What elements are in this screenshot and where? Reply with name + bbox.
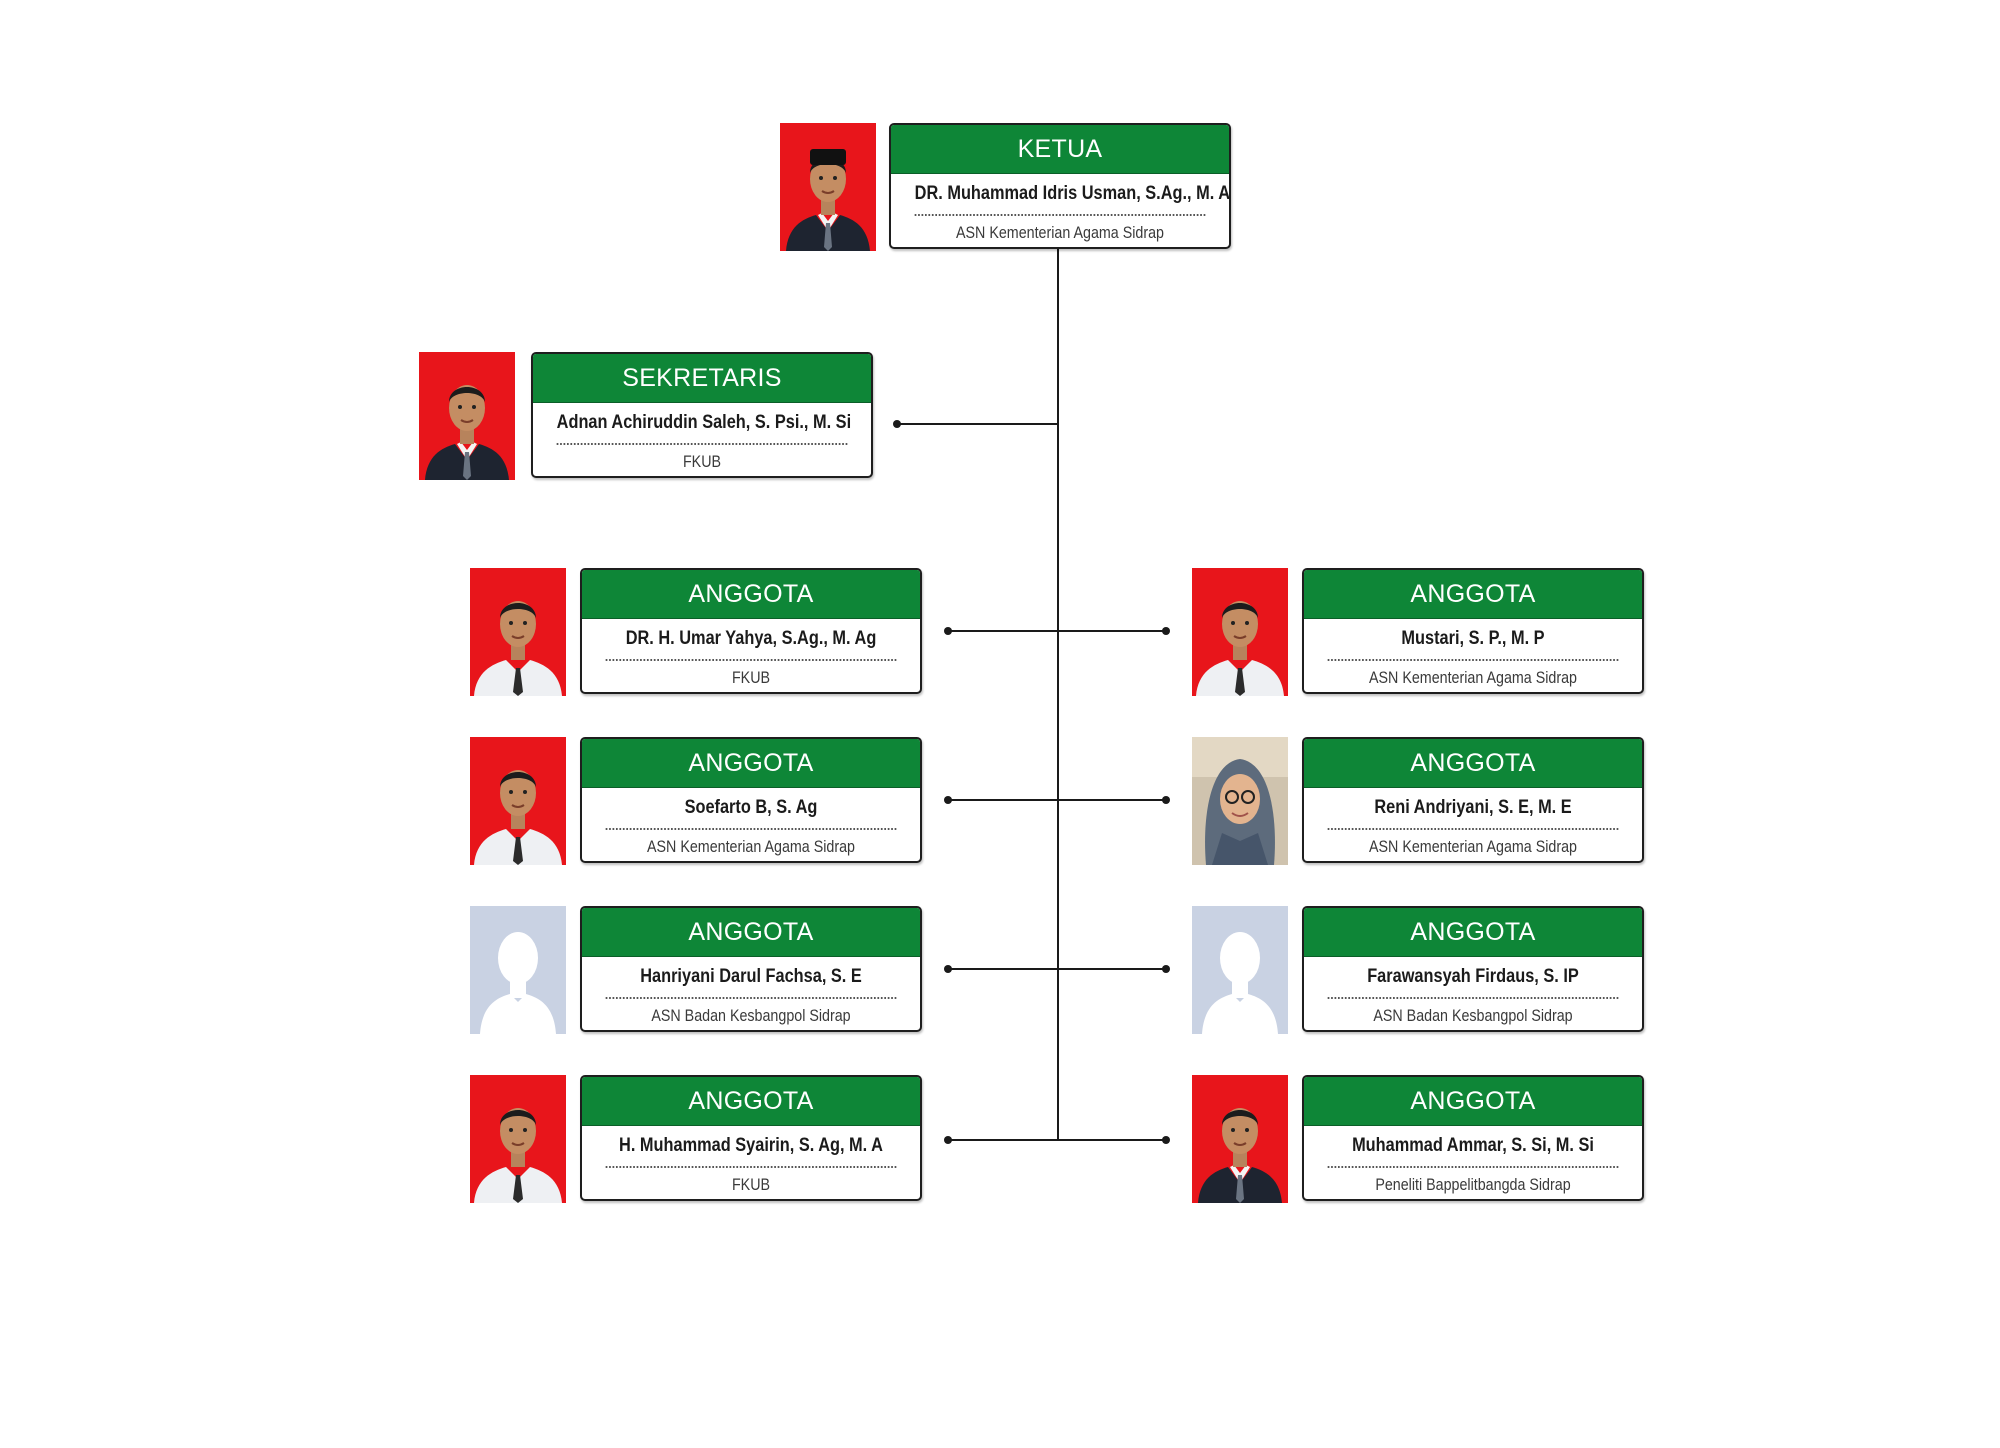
role-title: ANGGOTA	[1304, 739, 1642, 788]
member-name: DR. Muhammad Idris Usman, S.Ag., M. A	[914, 174, 1229, 216]
ketua-photo	[780, 123, 876, 251]
role-title: KETUA	[891, 125, 1229, 174]
member-organization: ASN Kementerian Agama Sidrap	[1369, 668, 1577, 687]
anggota-6-photo	[1192, 906, 1288, 1034]
anggota-8-photo	[1192, 1075, 1288, 1203]
portrait-photo	[470, 1075, 566, 1203]
placeholder-avatar-icon	[1192, 906, 1288, 1034]
anggota-6-card: ANGGOTA Farawansyah Firdaus, S. IP ASN B…	[1302, 906, 1644, 1032]
sekretaris-connector-dot	[893, 420, 901, 428]
anggota-5-card: ANGGOTA Hanriyani Darul Fachsa, S. E ASN…	[580, 906, 922, 1032]
placeholder-avatar-icon	[470, 906, 566, 1034]
sekretaris-photo	[419, 352, 515, 480]
member-organization: FKUB	[731, 1175, 771, 1194]
portrait-photo	[470, 568, 566, 696]
portrait-photo	[1192, 737, 1288, 865]
anggota-4-photo	[1192, 737, 1288, 865]
role-title: ANGGOTA	[582, 908, 920, 957]
sekretaris-card: SEKRETARIS Adnan Achiruddin Saleh, S. Ps…	[531, 352, 873, 478]
anggota-8-card: ANGGOTA Muhammad Ammar, S. Si, M. Si Pen…	[1302, 1075, 1644, 1201]
portrait-photo	[1192, 568, 1288, 696]
anggota-5-photo	[470, 906, 566, 1034]
anggota-4-card: ANGGOTA Reni Andriyani, S. E, M. E ASN K…	[1302, 737, 1644, 863]
member-organization: ASN Kementerian Agama Sidrap	[647, 837, 855, 856]
member-organization: ASN Kementerian Agama Sidrap	[1369, 837, 1577, 856]
anggota-row-1-left-dot	[944, 627, 952, 635]
role-title: ANGGOTA	[1304, 570, 1642, 619]
ketua-card: KETUA DR. Muhammad Idris Usman, S.Ag., M…	[889, 123, 1231, 249]
anggota-7-photo	[470, 1075, 566, 1203]
anggota-1-photo	[470, 568, 566, 696]
member-name: DR. H. Umar Yahya, S.Ag., M. Ag	[605, 619, 897, 661]
anggota-row-3-left-dot	[944, 965, 952, 973]
role-title: ANGGOTA	[582, 570, 920, 619]
anggota-7-card: ANGGOTA H. Muhammad Syairin, S. Ag, M. A…	[580, 1075, 922, 1201]
anggota-3-photo	[470, 737, 566, 865]
role-title: SEKRETARIS	[533, 354, 871, 403]
anggota-row-2-right-dot	[1162, 796, 1170, 804]
member-name: H. Muhammad Syairin, S. Ag, M. A	[605, 1126, 897, 1168]
member-organization: FKUB	[682, 452, 722, 471]
member-organization: FKUB	[731, 668, 771, 687]
anggota-1-card: ANGGOTA DR. H. Umar Yahya, S.Ag., M. Ag …	[580, 568, 922, 694]
anggota-row-2-left-dot	[944, 796, 952, 804]
anggota-2-card: ANGGOTA Mustari, S. P., M. P ASN Kemente…	[1302, 568, 1644, 694]
role-title: ANGGOTA	[1304, 908, 1642, 957]
anggota-row-4-right-dot	[1162, 1136, 1170, 1144]
anggota-row-4-left-dot	[944, 1136, 952, 1144]
member-organization: ASN Badan Kesbangpol Sidrap	[1373, 1006, 1573, 1025]
portrait-photo	[419, 352, 515, 480]
role-title: ANGGOTA	[582, 1077, 920, 1126]
member-name: Farawansyah Firdaus, S. IP	[1327, 957, 1619, 999]
member-organization: ASN Kementerian Agama Sidrap	[956, 223, 1164, 242]
portrait-photo	[780, 123, 876, 251]
member-name: Mustari, S. P., M. P	[1327, 619, 1619, 661]
role-title: ANGGOTA	[1304, 1077, 1642, 1126]
anggota-2-photo	[1192, 568, 1288, 696]
member-name: Reni Andriyani, S. E, M. E	[1327, 788, 1619, 830]
anggota-row-3-right-dot	[1162, 965, 1170, 973]
member-name: Hanriyani Darul Fachsa, S. E	[605, 957, 897, 999]
member-organization: Peneliti Bappelitbangda Sidrap	[1375, 1175, 1571, 1194]
member-name: Adnan Achiruddin Saleh, S. Psi., M. Si	[556, 403, 851, 445]
member-organization: ASN Badan Kesbangpol Sidrap	[651, 1006, 851, 1025]
role-title: ANGGOTA	[582, 739, 920, 788]
member-name: Muhammad Ammar, S. Si, M. Si	[1327, 1126, 1619, 1168]
member-name: Soefarto B, S. Ag	[605, 788, 897, 830]
anggota-3-card: ANGGOTA Soefarto B, S. Ag ASN Kementeria…	[580, 737, 922, 863]
anggota-row-1-right-dot	[1162, 627, 1170, 635]
portrait-photo	[1192, 1075, 1288, 1203]
portrait-photo	[470, 737, 566, 865]
